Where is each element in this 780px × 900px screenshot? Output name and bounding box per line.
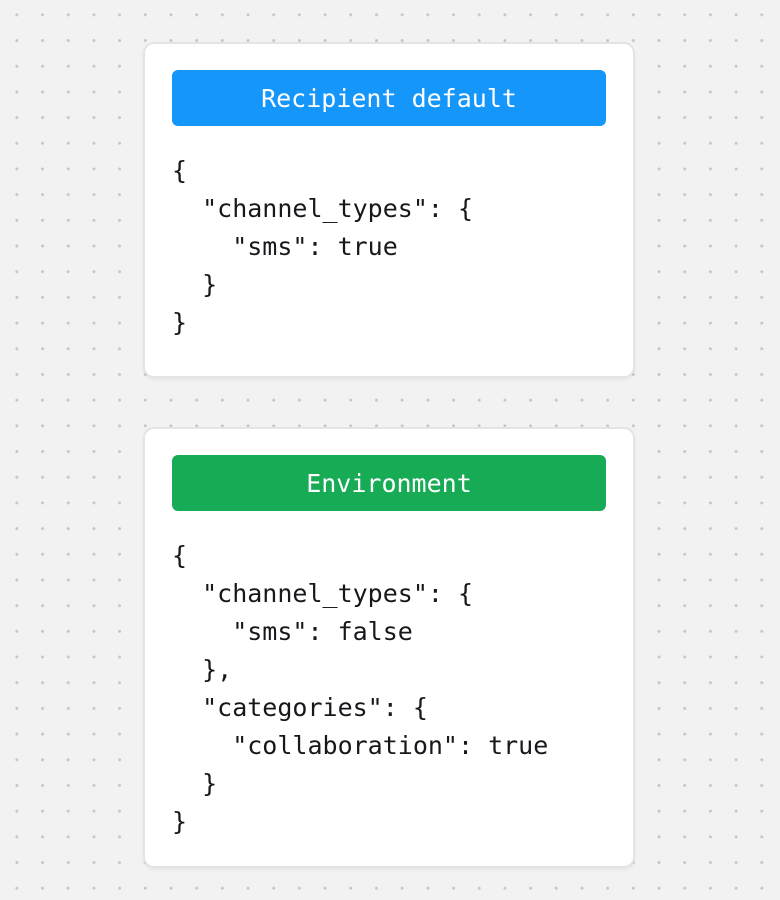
code-line: { — [172, 156, 188, 185]
code-line: "channel_types": { — [172, 579, 474, 608]
code-line: "sms": false — [172, 617, 413, 646]
code-line: "channel_types": { — [172, 194, 474, 223]
code-line: }, — [172, 655, 233, 684]
code-line: { — [172, 541, 188, 570]
code-line: } — [172, 270, 218, 299]
code-line: "sms": true — [172, 232, 398, 261]
code-line: "collaboration": true — [172, 731, 549, 760]
recipient-default-code-block: { "channel_types": { "sms": true } } — [172, 152, 606, 342]
code-line: } — [172, 308, 188, 337]
code-line: } — [172, 807, 188, 836]
preference-card-environment: Environment { "channel_types": { "sms": … — [143, 427, 635, 868]
environment-code-block: { "channel_types": { "sms": false }, "ca… — [172, 537, 606, 841]
preference-card-recipient-default: Recipient default { "channel_types": { "… — [143, 42, 635, 378]
code-line: } — [172, 769, 218, 798]
environment-badge: Environment — [172, 455, 606, 511]
recipient-default-badge: Recipient default — [172, 70, 606, 126]
code-line: "categories": { — [172, 693, 428, 722]
